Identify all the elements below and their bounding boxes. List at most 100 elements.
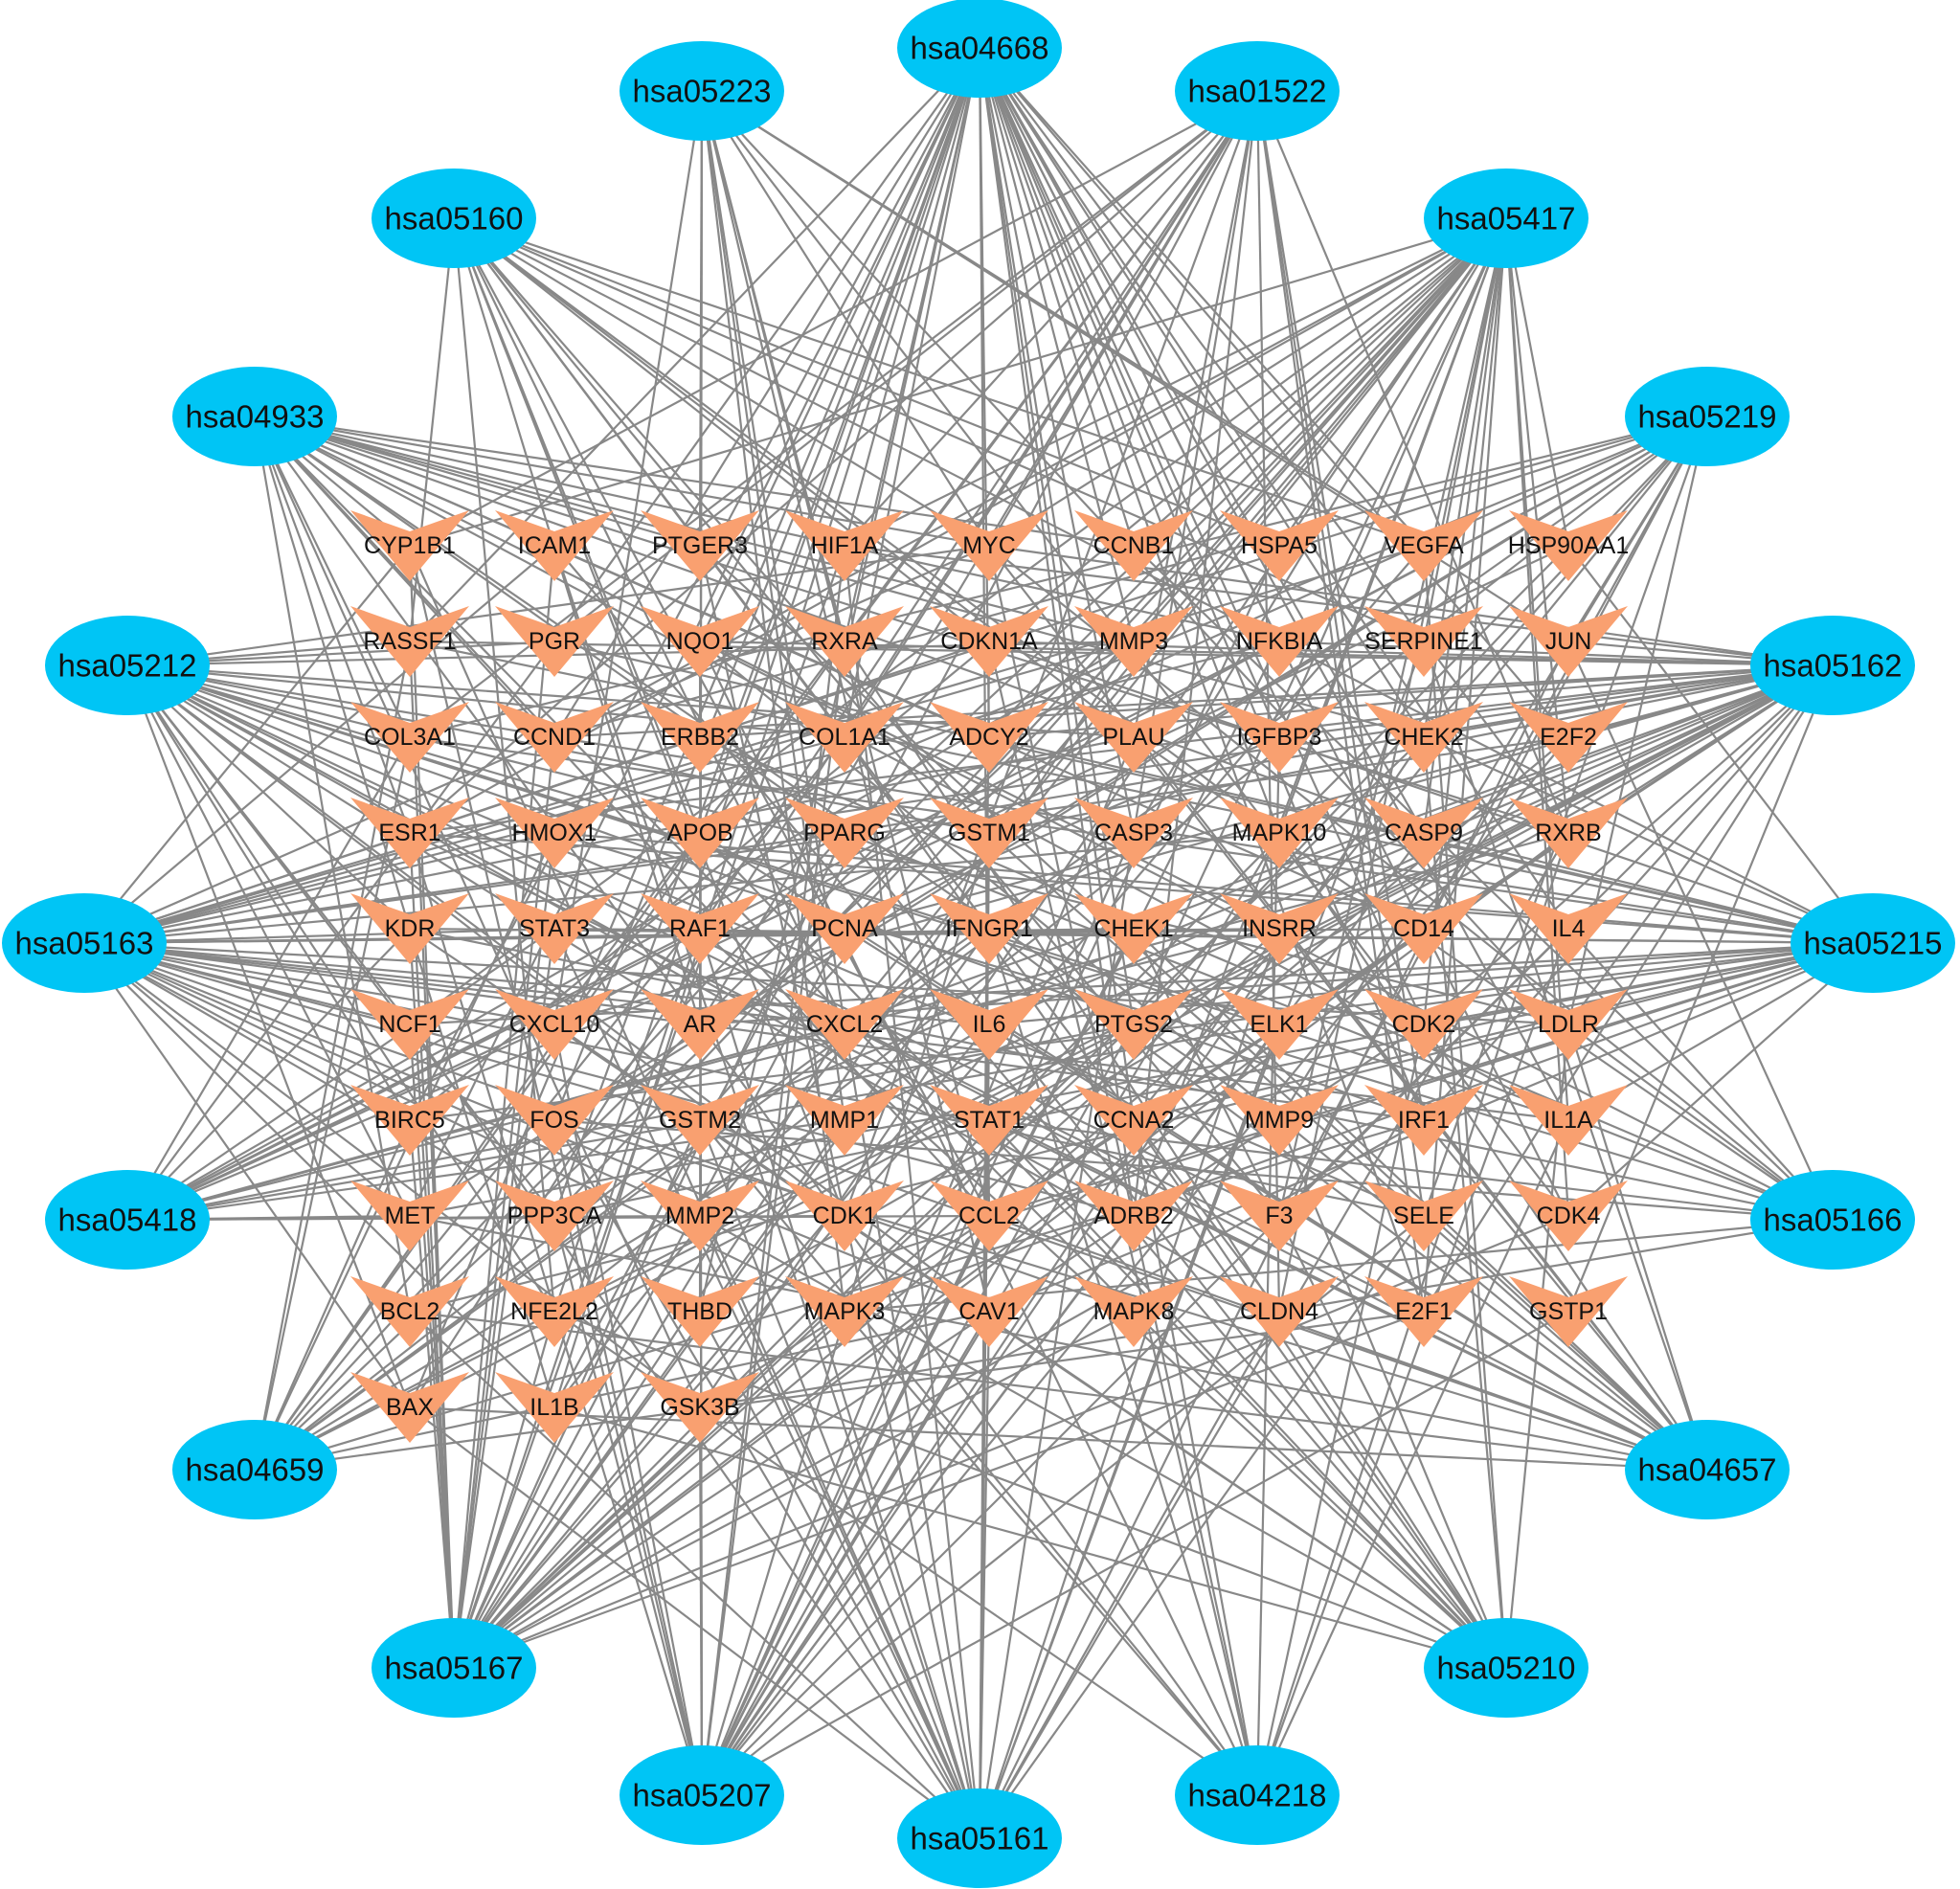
gene-node-vegfa[interactable]: VEGFA xyxy=(1364,510,1483,581)
gene-node-sele[interactable]: SELE xyxy=(1364,1181,1483,1251)
gene-node-gstp1[interactable]: GSTP1 xyxy=(1509,1276,1628,1347)
pathway-node-hsa05166[interactable]: hsa05166 xyxy=(1750,1170,1915,1270)
pathway-node-hsa04218[interactable]: hsa04218 xyxy=(1175,1745,1340,1845)
gene-node-e2f1[interactable]: E2F1 xyxy=(1364,1276,1483,1347)
gene-node-mapk10[interactable]: MAPK10 xyxy=(1220,798,1339,868)
pathway-node-hsa05212[interactable]: hsa05212 xyxy=(45,616,210,715)
gene-node-nfkbia[interactable]: NFKBIA xyxy=(1220,606,1339,677)
gene-node-cldn4[interactable]: CLDN4 xyxy=(1220,1276,1339,1347)
gene-node-adrb2[interactable]: ADRB2 xyxy=(1074,1181,1193,1251)
gene-node-pgr[interactable]: PGR xyxy=(495,606,614,677)
gene-node-fos[interactable]: FOS xyxy=(495,1085,614,1156)
gene-node-plau[interactable]: PLAU xyxy=(1074,702,1193,773)
gene-node-il6[interactable]: IL6 xyxy=(930,989,1048,1060)
gene-node-cxcl10[interactable]: CXCL10 xyxy=(495,989,614,1060)
gene-node-rassf1[interactable]: RASSF1 xyxy=(350,606,469,677)
gene-node-ccnb1[interactable]: CCNB1 xyxy=(1074,510,1193,581)
gene-node-mapk8[interactable]: MAPK8 xyxy=(1074,1276,1193,1347)
gene-node-il4[interactable]: IL4 xyxy=(1509,893,1628,964)
gene-node-igfbp3[interactable]: IGFBP3 xyxy=(1220,702,1339,773)
gene-node-irf1[interactable]: IRF1 xyxy=(1364,1085,1483,1156)
gene-node-nqo1[interactable]: NQO1 xyxy=(641,606,759,677)
gene-node-bcl2[interactable]: BCL2 xyxy=(350,1276,469,1347)
gene-node-hif1a[interactable]: HIF1A xyxy=(785,510,904,581)
gene-node-col3a1[interactable]: COL3A1 xyxy=(350,702,469,773)
pathway-node-hsa04933[interactable]: hsa04933 xyxy=(172,367,337,466)
pathway-node-hsa04657[interactable]: hsa04657 xyxy=(1625,1420,1790,1519)
gene-node-e2f2[interactable]: E2F2 xyxy=(1509,702,1628,773)
gene-node-mmp3[interactable]: MMP3 xyxy=(1074,606,1193,677)
gene-node-mmp9[interactable]: MMP9 xyxy=(1220,1085,1339,1156)
gene-node-chek1[interactable]: CHEK1 xyxy=(1074,893,1193,964)
gene-node-esr1[interactable]: ESR1 xyxy=(350,798,469,868)
gene-node-stat3[interactable]: STAT3 xyxy=(495,893,614,964)
gene-node-nfe2l2[interactable]: NFE2L2 xyxy=(495,1276,614,1347)
pathway-node-hsa05163[interactable]: hsa05163 xyxy=(2,893,167,993)
gene-node-insrr[interactable]: INSRR xyxy=(1220,893,1339,964)
gene-node-rxrb[interactable]: RXRB xyxy=(1509,798,1628,868)
gene-node-ncf1[interactable]: NCF1 xyxy=(350,989,469,1060)
pathway-node-hsa05167[interactable]: hsa05167 xyxy=(372,1618,536,1718)
gene-node-hmox1[interactable]: HMOX1 xyxy=(495,798,614,868)
gene-node-mmp1[interactable]: MMP1 xyxy=(785,1085,904,1156)
gene-node-ccnd1[interactable]: CCND1 xyxy=(495,702,614,773)
gene-node-elk1[interactable]: ELK1 xyxy=(1220,989,1339,1060)
gene-node-rxra[interactable]: RXRA xyxy=(785,606,904,677)
pathway-node-hsa05162[interactable]: hsa05162 xyxy=(1750,616,1915,715)
pathway-node-hsa05417[interactable]: hsa05417 xyxy=(1424,169,1588,268)
pathway-node-hsa01522[interactable]: hsa01522 xyxy=(1175,41,1340,141)
gene-node-raf1[interactable]: RAF1 xyxy=(641,893,759,964)
gene-node-cd14[interactable]: CD14 xyxy=(1364,893,1483,964)
gene-node-casp3[interactable]: CASP3 xyxy=(1074,798,1193,868)
gene-node-pparg[interactable]: PPARG xyxy=(785,798,904,868)
gene-node-gstm1[interactable]: GSTM1 xyxy=(930,798,1048,868)
gene-node-ccl2[interactable]: CCL2 xyxy=(930,1181,1048,1251)
gene-node-ifngr1[interactable]: IFNGR1 xyxy=(930,893,1048,964)
gene-node-ar[interactable]: AR xyxy=(641,989,759,1060)
gene-node-birc5[interactable]: BIRC5 xyxy=(350,1085,469,1156)
pathway-node-hsa05210[interactable]: hsa05210 xyxy=(1424,1618,1588,1718)
gene-node-bax[interactable]: BAX xyxy=(350,1372,469,1443)
gene-node-cdk2[interactable]: CDK2 xyxy=(1364,989,1483,1060)
gene-node-f3[interactable]: F3 xyxy=(1220,1181,1339,1251)
pathway-node-hsa05223[interactable]: hsa05223 xyxy=(620,41,784,141)
gene-node-hspa5[interactable]: HSPA5 xyxy=(1220,510,1339,581)
gene-node-ccna2[interactable]: CCNA2 xyxy=(1074,1085,1193,1156)
gene-node-cxcl2[interactable]: CXCL2 xyxy=(785,989,904,1060)
pathway-node-hsa05207[interactable]: hsa05207 xyxy=(620,1745,784,1845)
gene-node-cyp1b1[interactable]: CYP1B1 xyxy=(350,510,469,581)
gene-node-thbd[interactable]: THBD xyxy=(641,1276,759,1347)
pathway-node-hsa05418[interactable]: hsa05418 xyxy=(45,1170,210,1270)
gene-node-adcy2[interactable]: ADCY2 xyxy=(930,702,1048,773)
gene-node-cdk1[interactable]: CDK1 xyxy=(785,1181,904,1251)
gene-node-jun[interactable]: JUN xyxy=(1509,606,1628,677)
gene-node-gstm2[interactable]: GSTM2 xyxy=(641,1085,759,1156)
gene-node-il1b[interactable]: IL1B xyxy=(495,1372,614,1443)
gene-node-cav1[interactable]: CAV1 xyxy=(930,1276,1048,1347)
gene-node-ldlr[interactable]: LDLR xyxy=(1509,989,1628,1060)
gene-node-il1a[interactable]: IL1A xyxy=(1509,1085,1628,1156)
gene-node-gsk3b[interactable]: GSK3B xyxy=(641,1372,759,1443)
gene-node-pcna[interactable]: PCNA xyxy=(785,893,904,964)
gene-node-ptgs2[interactable]: PTGS2 xyxy=(1074,989,1193,1060)
gene-node-cdk4[interactable]: CDK4 xyxy=(1509,1181,1628,1251)
gene-node-casp9[interactable]: CASP9 xyxy=(1364,798,1483,868)
gene-node-serpine1[interactable]: SERPINE1 xyxy=(1364,606,1483,677)
gene-node-apob[interactable]: APOB xyxy=(641,798,759,868)
gene-node-kdr[interactable]: KDR xyxy=(350,893,469,964)
gene-node-mapk3[interactable]: MAPK3 xyxy=(785,1276,904,1347)
gene-node-col1a1[interactable]: COL1A1 xyxy=(785,702,904,773)
gene-node-hsp90aa1[interactable]: HSP90AA1 xyxy=(1508,510,1629,581)
pathway-node-hsa05161[interactable]: hsa05161 xyxy=(897,1788,1062,1888)
gene-node-ppp3ca[interactable]: PPP3CA xyxy=(495,1181,614,1251)
gene-node-ptger3[interactable]: PTGER3 xyxy=(641,510,759,581)
gene-node-stat1[interactable]: STAT1 xyxy=(930,1085,1048,1156)
pathway-node-hsa05215[interactable]: hsa05215 xyxy=(1791,893,1955,993)
pathway-node-hsa05160[interactable]: hsa05160 xyxy=(372,169,536,268)
gene-node-met[interactable]: MET xyxy=(350,1181,469,1251)
pathway-node-hsa05219[interactable]: hsa05219 xyxy=(1625,367,1790,466)
gene-node-myc[interactable]: MYC xyxy=(930,510,1048,581)
gene-node-erbb2[interactable]: ERBB2 xyxy=(641,702,759,773)
gene-node-mmp2[interactable]: MMP2 xyxy=(641,1181,759,1251)
pathway-node-hsa04668[interactable]: hsa04668 xyxy=(897,0,1062,98)
